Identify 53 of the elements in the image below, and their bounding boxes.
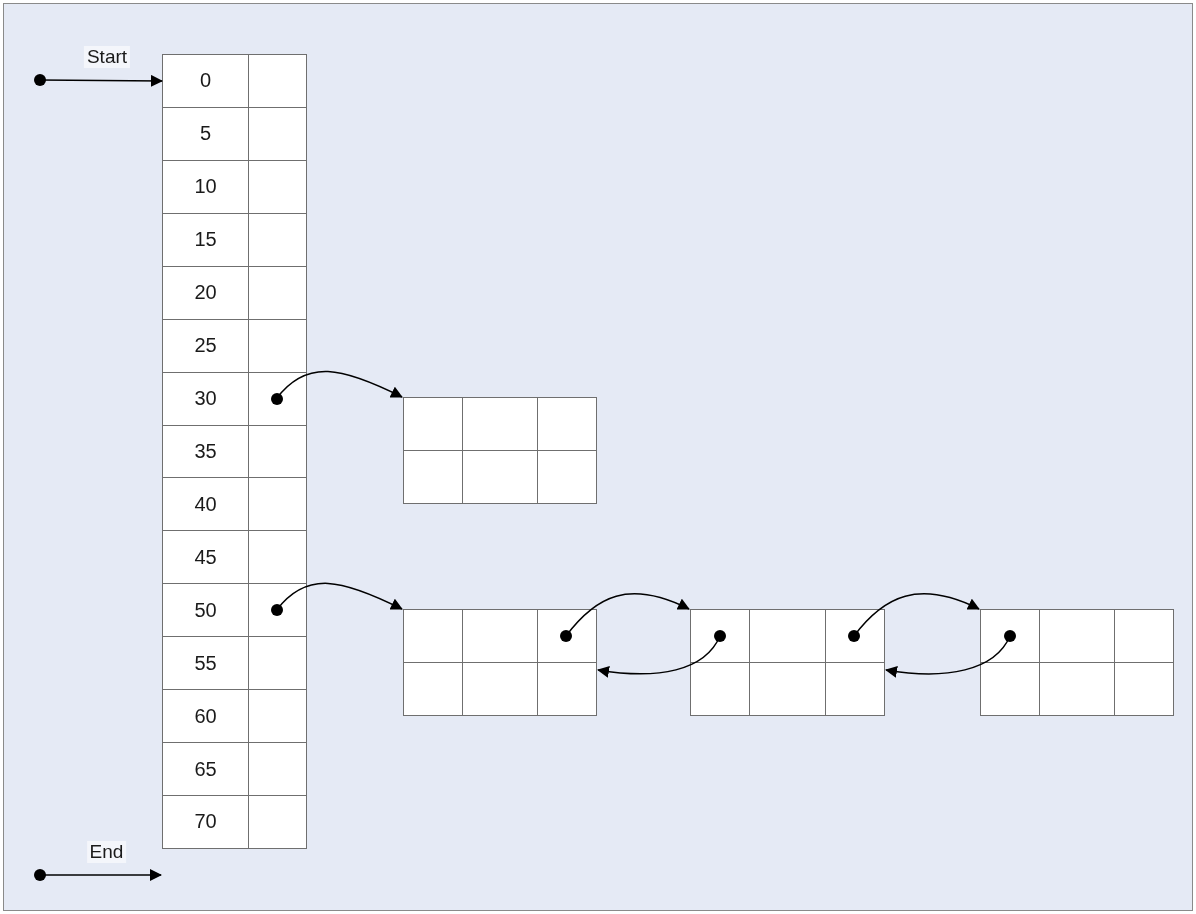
value-cell	[248, 689, 307, 744]
key-cell	[162, 424, 249, 479]
key-cell	[162, 54, 249, 108]
value-cell	[248, 742, 307, 796]
start-dot	[34, 869, 46, 881]
key-text: 60	[194, 704, 217, 728]
key-text: 40	[194, 492, 217, 516]
key-cell	[162, 159, 249, 214]
key-cell	[162, 530, 249, 585]
value-cell	[248, 212, 307, 267]
value-cell	[248, 583, 307, 638]
record-box	[403, 609, 597, 716]
key-text: 65	[194, 757, 217, 781]
record-box	[690, 609, 885, 716]
value-cell	[248, 424, 307, 479]
key-cell	[162, 636, 249, 691]
edge-label: End	[86, 841, 127, 863]
key-text: 20	[194, 281, 217, 305]
value-cell	[248, 106, 307, 161]
start-dot	[34, 74, 46, 86]
edge-label: Start	[83, 46, 131, 68]
key-cell	[162, 742, 249, 796]
value-cell	[248, 318, 307, 373]
record-box	[403, 397, 597, 504]
key-cell	[162, 583, 249, 638]
key-text: 0	[199, 69, 212, 93]
value-cell	[248, 265, 307, 320]
key-cell	[162, 212, 249, 267]
value-cell	[248, 795, 307, 849]
key-cell	[162, 318, 249, 373]
key-text: 45	[194, 545, 217, 569]
key-cell	[162, 689, 249, 744]
key-cell	[162, 795, 249, 849]
key-cell	[162, 371, 249, 426]
record-box	[980, 609, 1174, 716]
value-cell	[248, 54, 307, 108]
key-text: 5	[199, 122, 212, 146]
value-cell	[248, 530, 307, 585]
key-cell	[162, 106, 249, 161]
key-text: 10	[194, 175, 217, 199]
value-cell	[248, 477, 307, 532]
key-cell	[162, 477, 249, 532]
key-text: 30	[194, 387, 217, 411]
value-cell	[248, 371, 307, 426]
value-cell	[248, 636, 307, 691]
key-cell	[162, 265, 249, 320]
key-text: 15	[194, 228, 217, 252]
key-text: 55	[194, 651, 217, 675]
key-text: 70	[194, 810, 217, 834]
key-text: 50	[194, 598, 217, 622]
value-cell	[248, 159, 307, 214]
key-text: 25	[194, 334, 217, 358]
key-text: 35	[194, 439, 217, 463]
